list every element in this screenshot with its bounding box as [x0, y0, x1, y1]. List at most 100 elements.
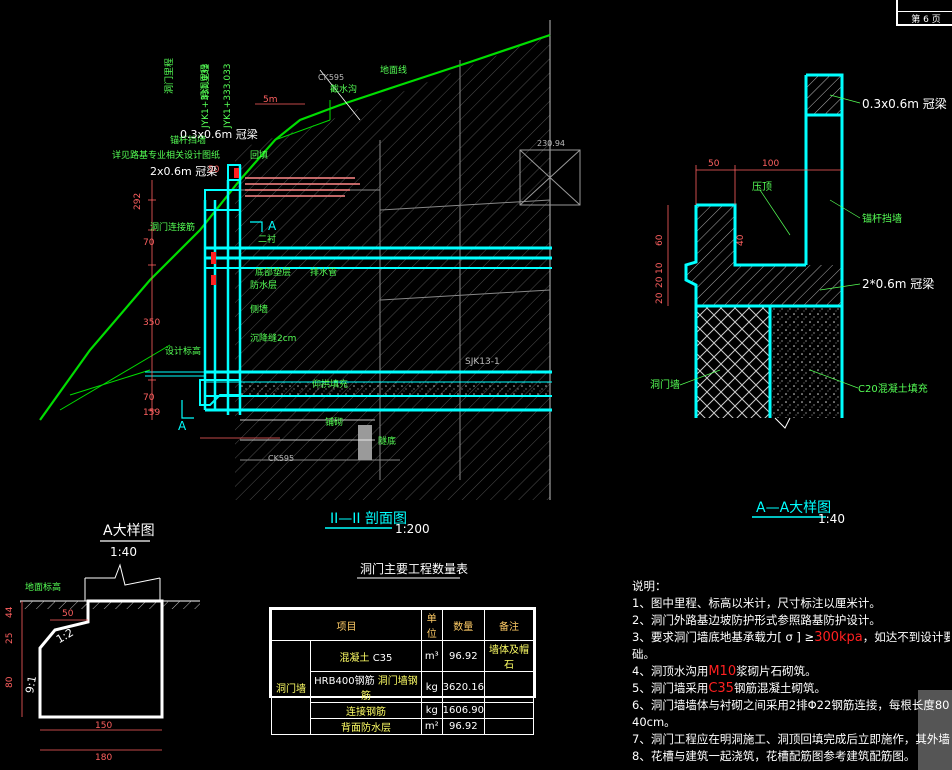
note-3: 3、要求洞门墙底地基承载力[ σ ] ≥300kpa，如达不到设计要求，应加宽加… [632, 630, 950, 645]
th-note: 备注 [483, 609, 535, 641]
table-group: 洞门墙 [271, 640, 311, 735]
ck595-top: CK595 [318, 73, 344, 82]
aa-dim-20b: 20 [655, 292, 665, 304]
notes-title: 说明： [632, 579, 667, 593]
a-dim-180: 180 [95, 753, 112, 763]
a-dim-50: 50 [62, 609, 74, 619]
apron-label: 铺砌 [325, 416, 343, 428]
table-cell [483, 702, 535, 719]
ck595-bottom: CK595 [268, 454, 294, 463]
aa-c20: C20混凝土填充 [858, 382, 928, 395]
table-cell [483, 718, 535, 735]
beam-2-label: 2x0.6m 冠梁 [150, 164, 217, 178]
connection-label: 洞门连接筋 [150, 221, 195, 233]
a-title: A大样图 [103, 523, 155, 539]
bottom-layer-label: 仰拱填充 [312, 378, 348, 390]
marker-a2: A [178, 419, 187, 433]
page-label: 第 6 页 [911, 15, 941, 25]
aa-dim-40: 40 [736, 234, 746, 246]
a-slope-91: 9:1 [23, 675, 39, 695]
elev-label-1: JYK1+331.033 [201, 63, 211, 129]
table-cell: 1606.90 [441, 702, 485, 719]
table-row: HRB400钢筋 洞门墙钢筋 kg 3620.16 [272, 671, 535, 703]
page-box-top [898, 0, 952, 12]
crown-elev: 230.94 [537, 139, 565, 148]
table-title: 洞门主要工程数量表 [360, 561, 468, 576]
marker-a1: A [268, 219, 277, 233]
seam-label: 沉降缝2cm [250, 332, 296, 344]
waterproof-label: 防水层 [250, 279, 277, 291]
note-5: 5、洞门墙采用C35钢筋混凝土砌筑。 [632, 681, 826, 696]
aa-portal-wall: 洞门墙 [650, 378, 680, 391]
note-6: 6、洞门墙墙体与衬砌之间采用2排Φ22钢筋连接，每根长度80cm，环向间距 [632, 698, 950, 712]
design-line-label: 设计标高 [165, 345, 201, 357]
a-scale: 1:40 [110, 545, 137, 559]
beam-03-label: 0.3x0.6m 冠梁 [180, 127, 258, 141]
aa-beam-03: 0.3x0.6m 冠梁 [862, 96, 947, 111]
corner-block [918, 690, 952, 770]
drain-label: 排水管 [310, 266, 337, 278]
note-6-cont: 40cm。 [632, 715, 676, 729]
table-cell: 连接钢筋 [310, 702, 422, 719]
aa-cap: 压顶 [752, 181, 772, 193]
aa-dim-10: 10 [655, 262, 665, 274]
section-scale: 1:200 [395, 522, 430, 536]
th-qty: 数量 [441, 609, 485, 641]
table-cell: kg [420, 702, 443, 719]
quantity-table: 项目 单位 数量 备注 洞门墙 混凝土 C35 m³ 96.92 墙体及帽石 H… [269, 607, 536, 735]
aa-title: A—A大样图 [756, 500, 831, 516]
aa-scale: 1:40 [818, 512, 845, 526]
note-2: 2、洞门外路基边坡防护形式参照路基防护设计。 [632, 613, 881, 627]
tunnel-name-2: 明洞里程 [200, 64, 211, 100]
dim-70a: 70 [143, 238, 155, 248]
note-ref-label: 详见路基专业相关设计图纸 [112, 149, 220, 161]
table-cell: kg [420, 671, 443, 703]
dim-5m: 5m [263, 95, 278, 105]
note-7: 7、洞门工程应在明洞施工、洞顶回填完成后立即施作，其外墙装修可滞后施工。 [632, 732, 950, 746]
page-number-box: 第 6 页 [896, 0, 952, 26]
table-cell: m³ [420, 640, 443, 672]
th-unit: 单位 [420, 609, 443, 641]
table-cell: 96.92 [441, 718, 485, 735]
design-notes: 说明： 1、图中里程、标高以米计，尺寸标注以厘米计。 2、洞门外路基边坡防护形式… [632, 578, 950, 765]
table-row: 连接钢筋 kg 1606.90 [272, 702, 535, 719]
blind-label: 底部垫层 [255, 266, 291, 278]
table-cell [483, 671, 535, 703]
portal-wall [199, 164, 242, 415]
table-cell: 墙体及帽石 [483, 640, 535, 672]
ring-label: 二衬 [258, 233, 276, 245]
elev-label-2: JYK1+333.033 [223, 63, 233, 129]
dim-50top: 50 [208, 165, 220, 175]
dim-70b: 70 [143, 393, 155, 403]
bottom-label: 隧底 [378, 435, 396, 447]
backfill-label: 回填 [250, 149, 268, 161]
ground-line-label: 地面线 [380, 64, 407, 76]
sjk-label: SJK13-1 [465, 357, 500, 367]
note-8: 8、花槽与建筑一起浇筑，花槽配筋图参考建筑配筋图。 [632, 749, 916, 763]
a-dim-150: 150 [95, 721, 112, 731]
aa-retaining: 锚杆挡墙 [862, 212, 902, 225]
anchor-bolts [245, 177, 360, 197]
aa-dim-60: 60 [655, 234, 665, 246]
table-row: 背面防水层 m² 96.92 [272, 718, 535, 735]
aa-dim-20: 20 [655, 276, 665, 288]
table-cell: 3620.16 [441, 671, 485, 703]
sidewall-label: 侧墙 [250, 303, 268, 315]
dim-292: 292 [133, 193, 143, 210]
aa-beam-2: 2*0.6m 冠梁 [862, 276, 934, 291]
aa-dim-50: 50 [708, 159, 720, 169]
section-title: II—II 剖面图 [330, 511, 407, 527]
rock-mass [235, 20, 581, 500]
table-cell: 背面防水层 [310, 718, 422, 735]
dim-350: 350 [143, 318, 160, 328]
note-3-cont: 础。 [632, 647, 655, 661]
cutoff-ditch-label: 截水沟 [330, 83, 357, 95]
table-cell: 混凝土 C35 [310, 640, 422, 672]
a-ground: 地面标高 [25, 581, 61, 593]
table-cell: HRB400钢筋 洞门墙钢筋 [310, 671, 422, 703]
retaining-label: 锚杆挡墙 [170, 134, 206, 146]
a-dim-80: 80 [5, 676, 15, 688]
note-1: 1、图中里程、标高以米计，尺寸标注以厘米计。 [632, 596, 881, 610]
a-dim-44: 44 [5, 606, 15, 618]
